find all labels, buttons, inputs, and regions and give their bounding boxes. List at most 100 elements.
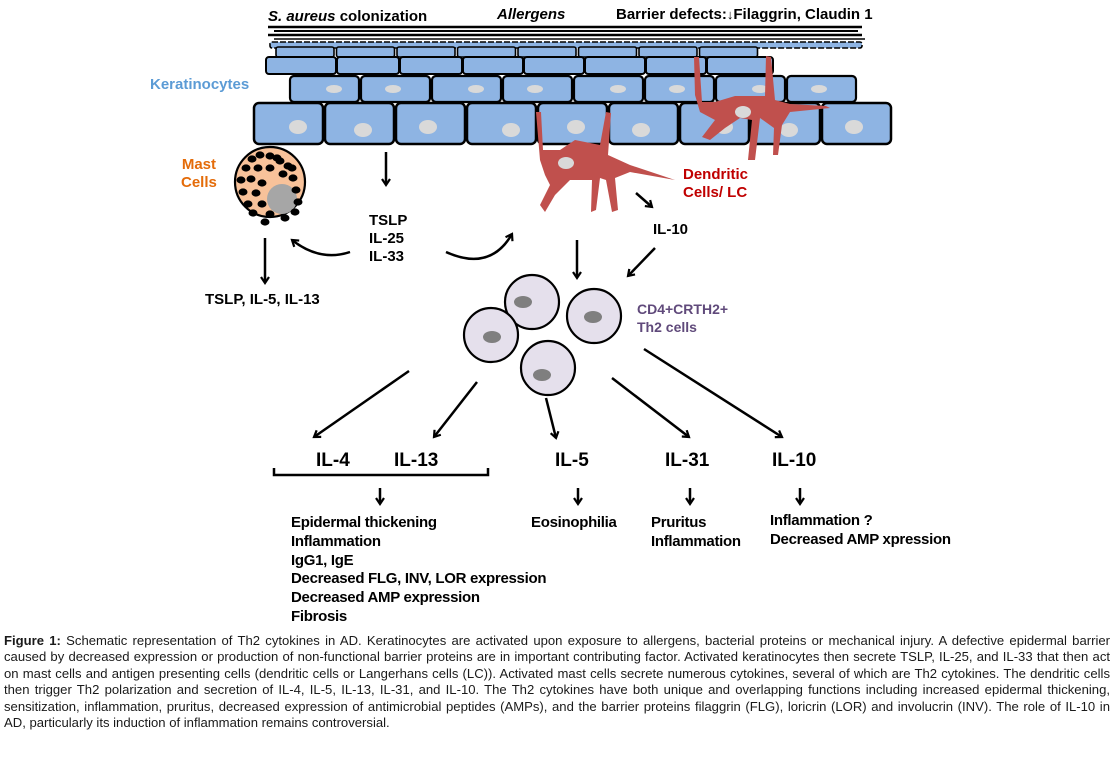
keratinocyte-cell — [523, 56, 585, 75]
th2-cells-label: CD4+CRTH2+ Th2 cells — [637, 300, 728, 336]
mast-cell-granule — [236, 176, 246, 184]
keratinocyte-cell — [335, 46, 396, 58]
caption-label: Figure 1: — [4, 633, 61, 648]
th2-nucleus — [514, 296, 532, 308]
dendritic-nucleus — [558, 157, 574, 169]
arrow — [432, 381, 478, 439]
mast-cell-granule — [265, 210, 275, 218]
keratinocyte-cell — [288, 74, 361, 104]
il31-effects: Pruritus Inflammation — [651, 514, 741, 552]
effect-item: Epidermal thickening — [291, 514, 437, 531]
mast-cell-granule — [290, 208, 300, 216]
keratinocyte-nucleus — [354, 123, 372, 137]
mast-cell-granule — [238, 188, 248, 196]
mast-cell-cytokines: TSLP, IL-5, IL-13 — [205, 291, 320, 308]
keratinocyte-cell — [265, 56, 337, 75]
keratinocyte-nucleus — [527, 85, 543, 93]
il4-il13-effects: Epidermal thickening Inflammation IgG1, … — [291, 514, 546, 627]
keratinocyte-cell — [706, 56, 774, 75]
barrier-defects-text: Barrier defects: — [616, 6, 727, 23]
keratinocyte-nucleus — [326, 85, 342, 93]
effect-item: Pruritus — [651, 514, 707, 531]
dc-label-line: Cells/ LC — [683, 184, 748, 201]
keratinocyte-nucleus — [419, 120, 437, 134]
down-arrow-icon: ↓ — [726, 7, 734, 22]
mast-cells-label: Mast Cells — [181, 156, 217, 192]
effect-item: Fibrosis — [291, 607, 347, 625]
mast-cell-granule — [280, 214, 290, 222]
effect-item: IgG1, IgE — [291, 551, 354, 569]
filaggrin-claudin-text: Filaggrin, Claudin 1 — [733, 6, 873, 23]
keratinocyte-cell — [462, 56, 524, 75]
keratinocyte-cell — [698, 46, 759, 58]
arrow — [544, 397, 560, 440]
mast-cell-granule — [257, 200, 267, 208]
keratinocyte-cell — [572, 74, 645, 104]
dc-label-line: Dendritic — [683, 166, 749, 183]
mast-cell-granule — [265, 164, 275, 172]
effect-item: Decreased AMP xpression — [770, 530, 951, 548]
il4-il13-bracket — [272, 468, 490, 477]
basal-keratinocyte — [252, 101, 325, 146]
dendritic-nucleus — [735, 106, 751, 118]
dendritic-cell — [694, 56, 830, 160]
basal-keratinocyte — [465, 101, 538, 146]
s-aureus-label: S. aureus colonization — [268, 6, 427, 28]
keratinocyte-cell — [456, 46, 517, 58]
keratinocyte-nucleus — [385, 85, 401, 93]
mast-cell-nucleus — [267, 184, 297, 214]
mast-label-line: Cells — [181, 174, 217, 191]
figure-caption: Figure 1: Schematic representation of Th… — [4, 633, 1110, 731]
mast-cell-granule — [255, 151, 265, 159]
curved-arrow-to-mast — [290, 238, 351, 257]
cytokine-il5: IL-5 — [555, 450, 589, 471]
effect-item: Decreased AMP expression — [291, 589, 480, 607]
mast-cell-granule — [265, 152, 275, 160]
arrow — [626, 247, 656, 278]
keratinocyte-nucleus — [811, 85, 827, 93]
mast-cell-granule — [246, 175, 256, 183]
mast-cell-granule — [251, 189, 261, 197]
mast-cell-granule — [260, 218, 270, 226]
cytokine-il10: IL-10 — [772, 450, 817, 471]
dc-il10-label: IL-10 — [653, 221, 689, 238]
th2-cytokine-diagram: S. aureus colonization Allergens Barrier… — [150, 6, 951, 627]
mast-cell-granule — [287, 164, 297, 172]
barrier-defects-label: Barrier defects:↓Filaggrin, Claudin 1 — [616, 6, 873, 24]
keratinocyte-nucleus — [610, 85, 626, 93]
stratum-corneum-lines — [268, 25, 865, 40]
mast-cell-granule — [247, 155, 257, 163]
cytokine-il13: IL-13 — [394, 450, 439, 471]
dendritic-cells — [536, 56, 830, 212]
th2-label-line: Th2 cells — [637, 319, 697, 335]
allergens-label: Allergens — [497, 6, 566, 23]
keratinocyte-nucleus — [289, 120, 307, 134]
effect-item: Inflammation ? — [770, 512, 873, 529]
keratinocyte-nucleus — [502, 123, 520, 137]
mast-cell-granule — [291, 186, 301, 194]
dendritic-cells-label: Dendritic Cells/ LC — [683, 166, 748, 202]
basal-keratinocyte — [323, 101, 396, 146]
keratinocyte-nucleus — [669, 85, 685, 93]
arrow — [643, 347, 784, 439]
keratinocyte-cell — [336, 56, 400, 75]
mast-cell-granule — [278, 170, 288, 178]
th2-cell — [519, 339, 577, 397]
mast-cell-granule — [257, 179, 267, 187]
keratinocyte-cell — [517, 46, 577, 58]
caption-text: Schematic representation of Th2 cytokine… — [4, 633, 1111, 731]
mast-cell-granule — [248, 209, 258, 217]
keratinocytes-label: Keratinocytes — [150, 76, 250, 93]
keratinocyte-cell — [577, 46, 638, 58]
dendritic-cell — [536, 112, 675, 212]
mast-label-line: Mast — [181, 156, 217, 173]
diagram-artwork — [233, 25, 893, 506]
mast-cell-granule — [288, 174, 298, 182]
keratinocyte-cytokines: TSLP IL-25 IL-33 — [369, 212, 407, 266]
cytokine-il4: IL-4 — [316, 450, 350, 471]
th2-nucleus — [584, 311, 602, 323]
s-aureus-species: S. aureus — [268, 8, 336, 25]
keratinocyte-nucleus — [845, 120, 863, 134]
cytokine-il31: IL-31 — [665, 450, 710, 471]
th2-cell-cluster — [462, 273, 623, 397]
